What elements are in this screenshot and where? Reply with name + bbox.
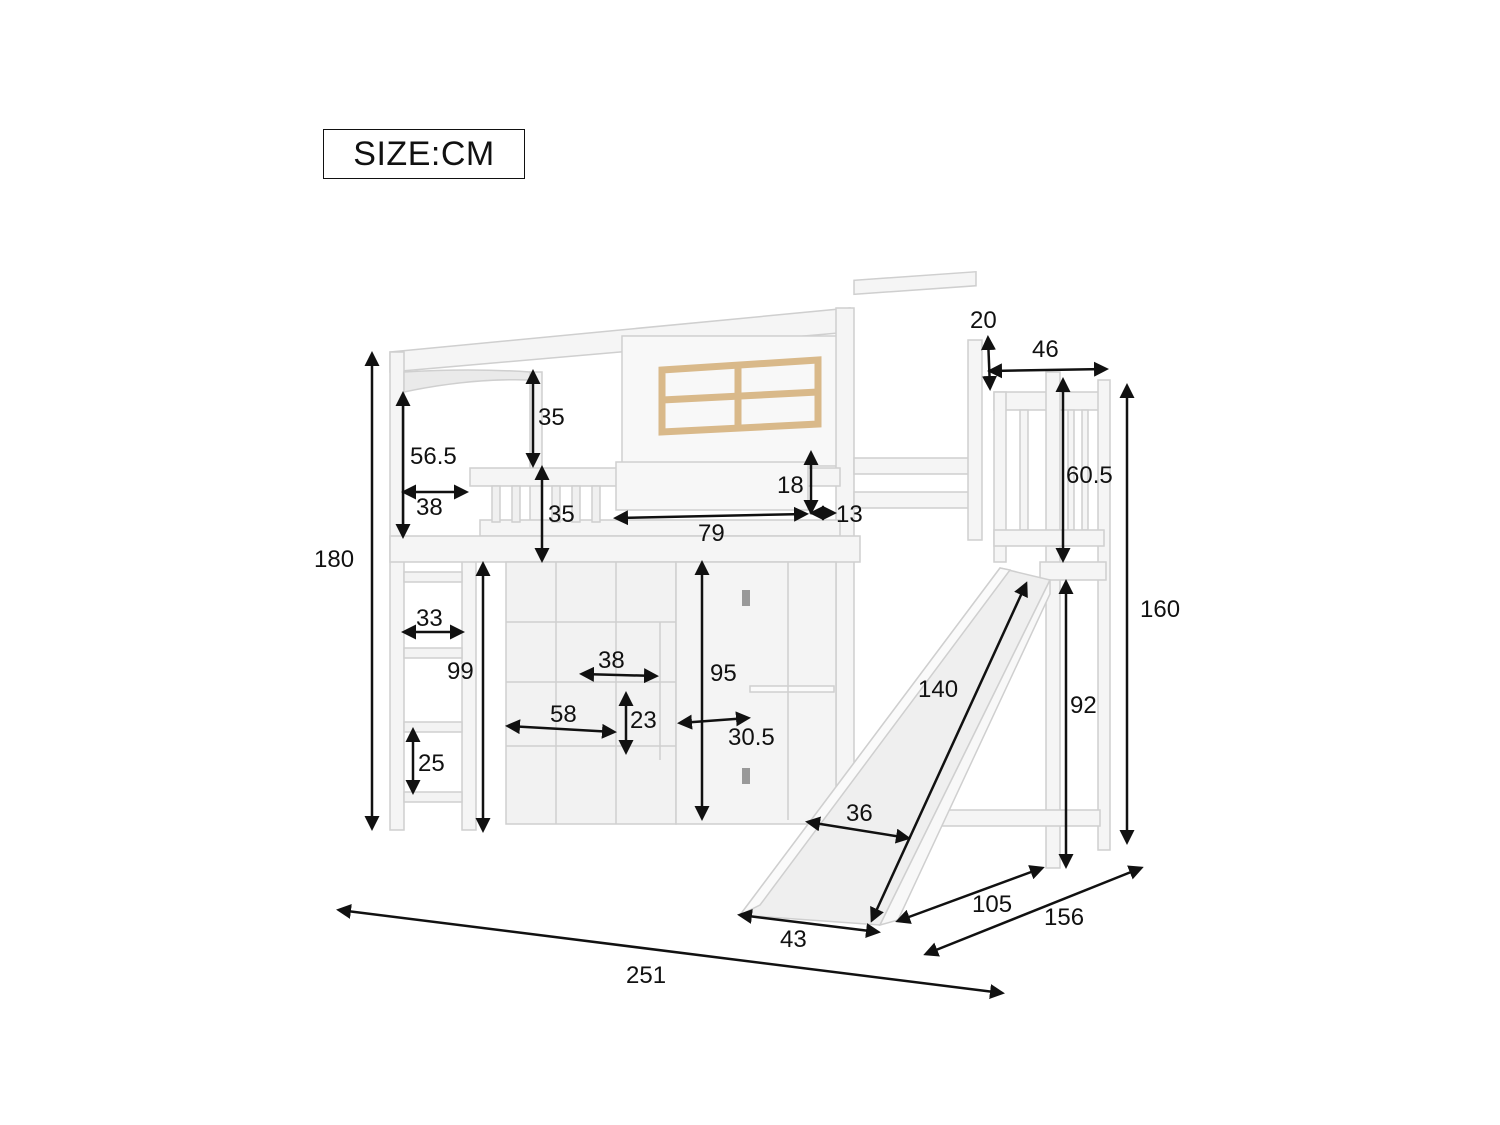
arrow-slide-depth [895,865,1045,924]
label-slide-length: 140 [918,676,959,703]
ladder [403,571,463,803]
center-post [835,307,855,829]
label-platform-rail-height: 60.5 [1066,462,1113,489]
label-platform-width: 46 [1032,336,1059,363]
label-front-panel-height: 18 [777,472,804,499]
label-front-panel-width: 79 [698,520,725,547]
label-slide-inner-width: 36 [846,800,873,827]
arrow-shelf-unit-width [505,719,617,739]
label-underbed-clearance: 99 [447,658,474,685]
label-platform-height: 92 [1070,692,1097,719]
arrow-slide-length [870,581,1028,923]
label-guardrail-height: 35 [548,501,575,528]
label-rung-spacing: 25 [418,750,445,777]
label-overall-height: 180 [314,546,355,573]
bed-platform [389,535,861,563]
front-panel [615,461,809,511]
arrow-front-panel-width [613,506,809,526]
label-window-gap: 35 [538,404,565,431]
label-overall-length: 251 [626,962,667,989]
label-rail-gap: 13 [836,501,863,528]
label-right-side-height: 160 [1140,596,1181,623]
arrow-platform-width [987,361,1109,379]
label-slide-depth: 105 [972,891,1013,918]
platform-rear-post [1097,379,1111,851]
arrow-platform-step [980,335,998,391]
label-platform-step: 20 [970,307,997,334]
arrow-slide-inner-width [805,816,911,844]
label-overall-depth: 156 [1044,904,1085,931]
label-shelf-width: 38 [598,647,625,674]
label-cabinet-height: 95 [710,660,737,687]
arrow-cabinet-depth [677,711,751,730]
label-shelf-unit-width: 58 [550,701,577,728]
size-unit-label: SIZE:CM [323,129,525,179]
arrow-overall-depth [923,865,1144,957]
label-slide-outer-width: 43 [780,926,807,953]
ladder-right-post [461,539,477,831]
wooden-window [658,356,822,436]
arrow-shelf-width [579,666,659,684]
wardrobe-cabinet [675,561,837,825]
label-shelf-height: 23 [630,707,657,734]
platform-deck [1039,561,1107,581]
label-ladder-width: 33 [416,605,443,632]
platform-front-post [1045,371,1061,869]
label-top-frame-to-rail: 56.5 [410,443,457,470]
storage-shelves [505,561,677,825]
arrow-overall-length [336,904,1005,999]
label-cabinet-depth: 30.5 [728,724,775,751]
label-ladder-entry: 38 [416,494,443,521]
dimension-arrows [336,335,1144,999]
